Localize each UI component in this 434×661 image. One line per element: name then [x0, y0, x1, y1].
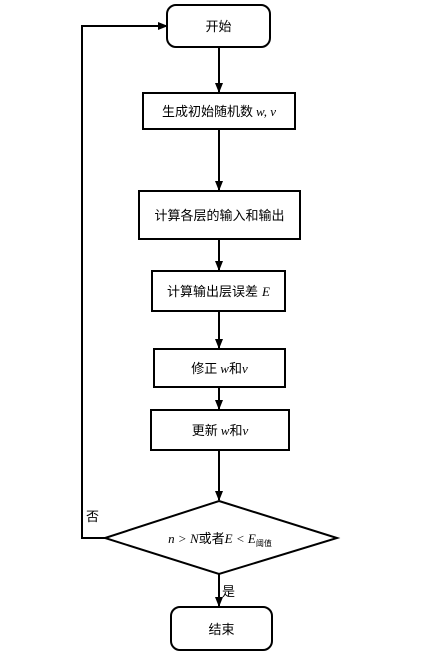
start-label: 开始 [205, 20, 231, 35]
decision-or-text: 或者 [199, 532, 225, 547]
yes-branch-label: 是 [222, 585, 235, 600]
end-node [170, 606, 273, 651]
end-label: 结束 [208, 623, 234, 638]
init-random-text: 生成初始随机数 [162, 105, 253, 120]
decision-op-gt: > [175, 531, 190, 546]
compute-error-math: E [261, 284, 270, 299]
decision-math-N: N [189, 531, 200, 546]
update-math-w: w [221, 423, 230, 438]
edge-decision-loop-back [81, 22, 168, 539]
compute-io-node [138, 190, 301, 240]
start-node [166, 4, 271, 48]
decision-math-E: E [224, 531, 233, 546]
init-random-math: w, v [256, 104, 276, 119]
update-weights-node [150, 409, 290, 451]
update-math-v: v [242, 423, 248, 438]
decision-label: n > N或者E < E阈值 [168, 531, 272, 548]
decision-node [101, 499, 341, 576]
correct-and: 和 [229, 362, 242, 377]
correct-weights-node [153, 348, 286, 388]
init-random-node [142, 92, 296, 130]
compute-error-text: 计算输出层误差 [167, 284, 258, 300]
update-text: 更新 [192, 423, 218, 439]
correct-math-v: v [242, 361, 248, 376]
decision-math-E-threshold: E [247, 531, 256, 546]
decision-threshold-subscript: 阈值 [256, 538, 272, 548]
correct-math-w: w [220, 361, 229, 376]
compute-io-label: 计算各层的输入和输出 [154, 208, 284, 224]
update-and: 和 [229, 424, 242, 439]
decision-op-lt: < [233, 531, 248, 546]
correct-text: 修正 [191, 362, 217, 377]
no-branch-label: 否 [86, 510, 99, 525]
decision-math-n: n [168, 531, 175, 546]
compute-error-node [151, 270, 286, 312]
